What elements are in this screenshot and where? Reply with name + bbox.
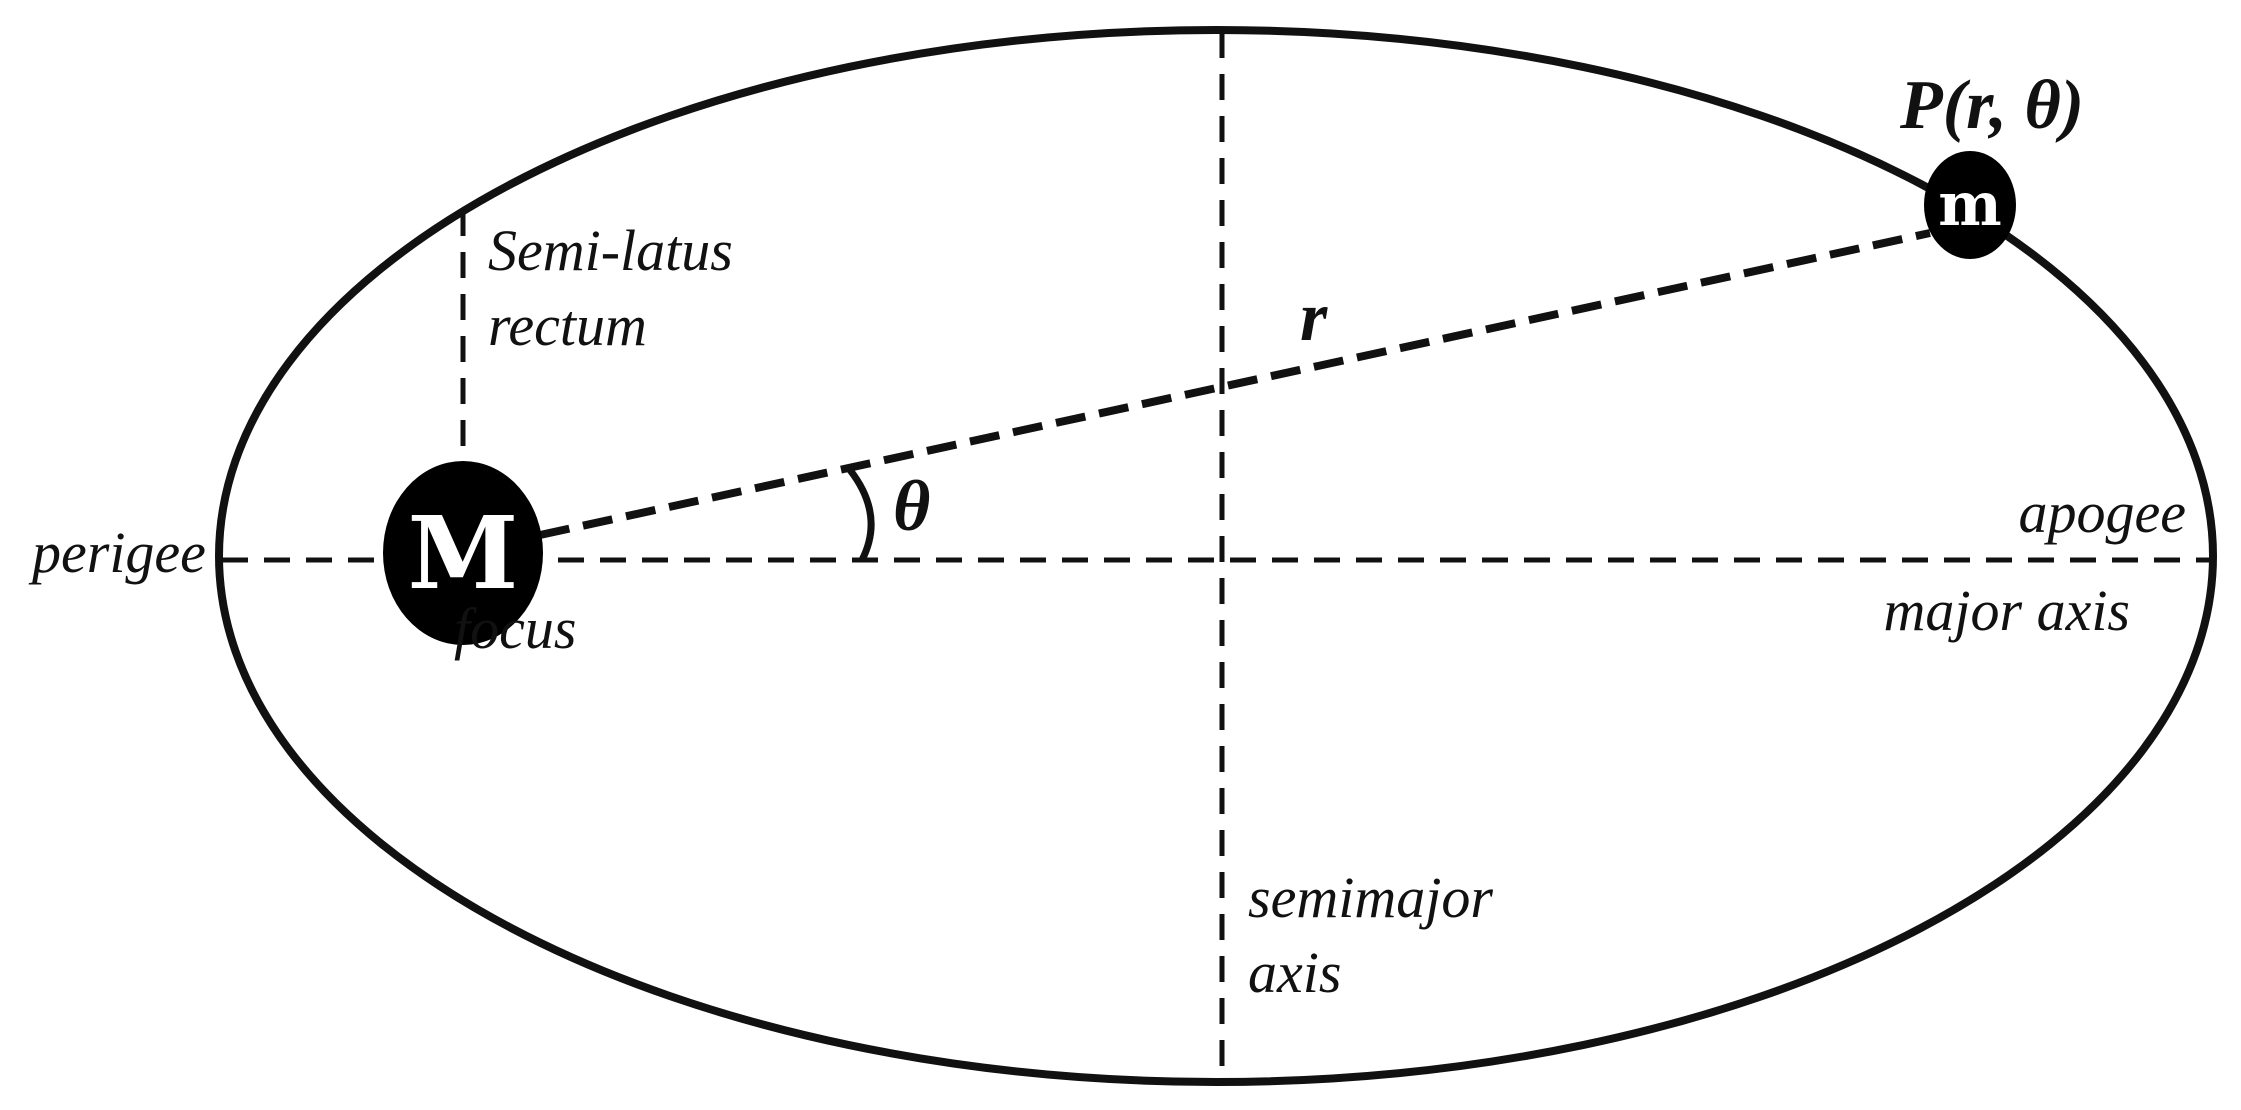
perigee-label: perigee	[28, 520, 206, 585]
central-mass-label: M	[408, 494, 519, 612]
orbiting-mass-label: m	[1938, 170, 2002, 240]
semi-latus-label-line2: rectum	[488, 293, 647, 358]
orbit-ellipse	[215, 26, 2217, 1086]
major-axis-label: major axis	[1884, 578, 2131, 643]
angle-arc	[847, 467, 875, 562]
central-mass: M	[383, 461, 543, 645]
radius-label: r	[1300, 279, 1328, 356]
semimajor-axis-label-line2: axis	[1248, 940, 1341, 1005]
point-label: P(r, θ)	[1899, 67, 2084, 144]
radius-line	[539, 229, 1931, 539]
focus-label: focus	[454, 596, 576, 661]
angle-label: θ	[893, 466, 930, 546]
apogee-label: apogee	[2019, 480, 2187, 545]
semimajor-axis-label-line1: semimajor	[1248, 865, 1493, 930]
orbiting-mass: m	[1924, 151, 2016, 259]
semi-latus-label-line1: Semi-latus	[488, 218, 733, 283]
